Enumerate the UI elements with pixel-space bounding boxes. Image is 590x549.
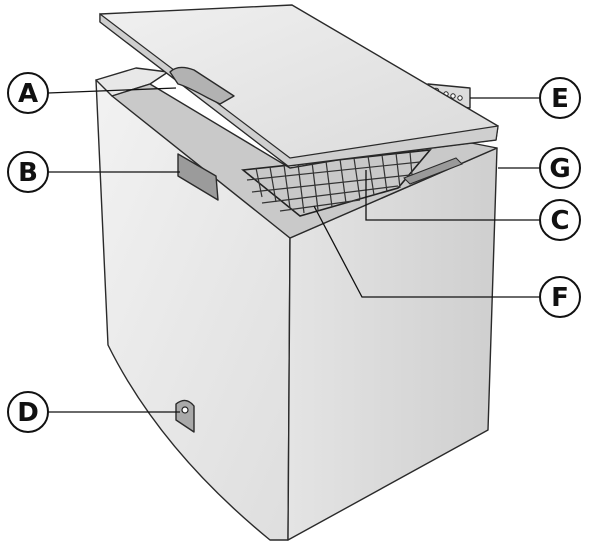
cabinet-front-face xyxy=(95,79,291,541)
lid-gasket-right xyxy=(403,157,463,185)
callout-a-label: A xyxy=(18,79,38,109)
callout-b: B xyxy=(7,151,49,193)
callout-b-label: B xyxy=(18,158,38,188)
callout-c-label: C xyxy=(550,206,569,236)
leader-a xyxy=(47,87,177,94)
leader-c xyxy=(365,170,540,221)
basket-wires xyxy=(246,151,421,214)
callout-f-label: F xyxy=(551,283,569,313)
leader-f xyxy=(313,205,540,298)
lid-edge xyxy=(99,12,499,167)
freezer-cabinet xyxy=(95,67,498,541)
callout-c: C xyxy=(539,199,581,241)
callout-d-label: D xyxy=(17,398,39,428)
callout-g-label: G xyxy=(549,154,570,184)
callout-f: F xyxy=(539,276,581,318)
callout-e-label: E xyxy=(551,84,569,114)
callout-a: A xyxy=(7,72,49,114)
leader-lines xyxy=(47,87,540,413)
cabinet-rim xyxy=(95,67,169,97)
callout-e: E xyxy=(539,77,581,119)
callout-g: G xyxy=(539,147,581,189)
lid-handle xyxy=(169,66,235,105)
drain-plug xyxy=(175,399,195,433)
handle-recess xyxy=(177,153,219,201)
freezer-lid xyxy=(99,4,499,167)
callout-d: D xyxy=(7,391,49,433)
